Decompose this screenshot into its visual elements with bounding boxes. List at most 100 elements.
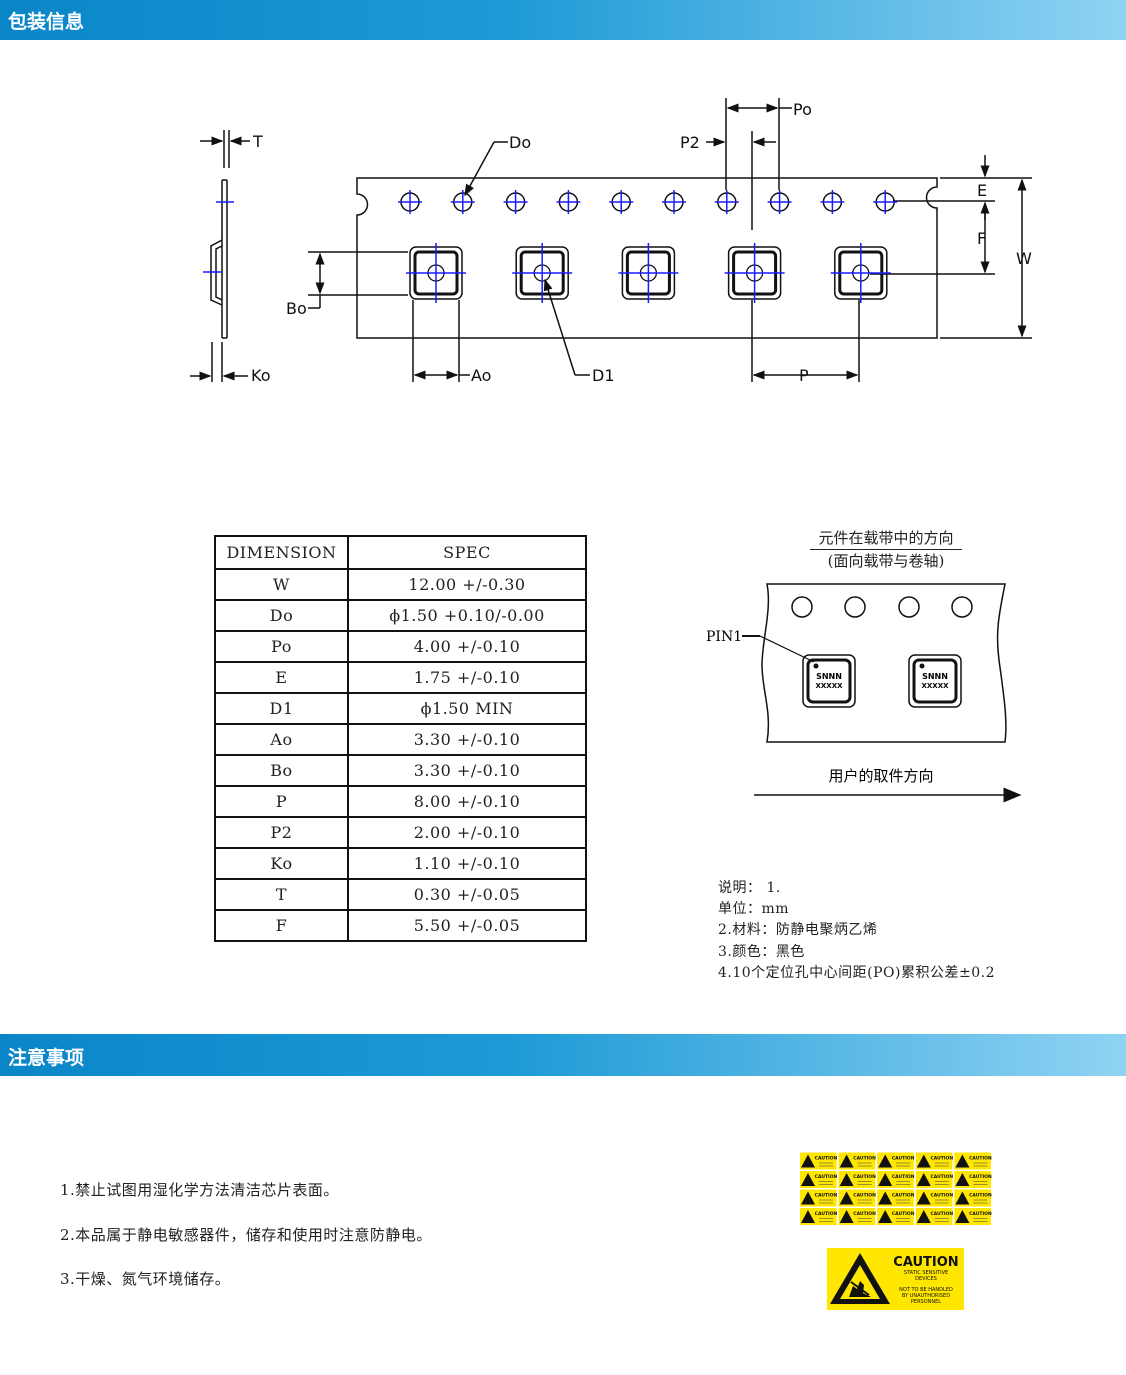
mini-caution-label: CAUTION [954, 1171, 992, 1188]
pocket [724, 243, 785, 303]
spec-value-cell: 5.50 +/-0.05 [347, 909, 587, 942]
mini-caution-label: CAUTION [915, 1208, 953, 1225]
spec-value-cell: 4.00 +/-0.10 [347, 630, 587, 663]
precaution-item-3: 3.干燥、氮气环境储存。 [60, 1270, 231, 1288]
mini-caution-label: CAUTION [877, 1208, 915, 1225]
spec-value-cell: ϕ1.50 +0.10/-0.00 [347, 599, 587, 632]
note-line-4: 3.颜色：黑色 [718, 944, 805, 960]
header-dimension: DIMENSION [214, 535, 349, 570]
spec-dimension-cell: Ko [214, 847, 349, 880]
mini-caution-label: CAUTION [838, 1189, 876, 1207]
note-line-5: 4.10个定位孔中心间距(PO)累积公差±0.2 [718, 965, 995, 981]
spec-dimension-cell: D1 [214, 692, 349, 725]
spec-value-cell: 8.00 +/-0.10 [347, 785, 587, 818]
svg-text:CAUTION: CAUTION [853, 1211, 876, 1217]
spec-dimension-cell: T [214, 878, 349, 911]
svg-text:CAUTION: CAUTION [892, 1193, 915, 1199]
note-line-1: 说明： 1. [718, 880, 781, 896]
svg-text:CAUTION: CAUTION [853, 1193, 876, 1199]
label-ao: Ao [471, 366, 491, 385]
spec-dimension-cell: P [214, 785, 349, 818]
mini-caution-label: CAUTION [915, 1152, 953, 1170]
mini-caution-label: CAUTION [800, 1152, 838, 1170]
label-f: F [977, 229, 986, 248]
section-title-packaging: 包装信息 [8, 11, 85, 33]
header-spec: SPEC [347, 535, 587, 570]
orientation-title-line2: (面向载带与卷轴) [827, 552, 945, 570]
spec-value-cell: 3.30 +/-0.10 [347, 754, 587, 787]
label-t: T [252, 132, 263, 151]
label-e: E [977, 181, 987, 200]
orientation-title: 元件在载带中的方向 (面向载带与卷轴) [810, 527, 962, 571]
caution-line-5: PERSONNEL [911, 1299, 941, 1305]
direction-label: 用户的取件方向 [828, 767, 933, 785]
orientation-diagram: SNNN XXXXX SNNN XXXXX PIN1 用户的取件方向 [706, 583, 1022, 803]
svg-text:CAUTION: CAUTION [815, 1193, 838, 1199]
mini-caution-label: CAUTION [877, 1189, 915, 1207]
svg-text:CAUTION: CAUTION [930, 1156, 953, 1162]
note-line-3: 2.材料：防静电聚炳乙烯 [718, 922, 878, 938]
note-line-2: 单位：mm [718, 901, 790, 917]
spec-dimension-cell: F [214, 909, 349, 942]
chip-2-text-2: XXXXX [922, 682, 950, 690]
mini-caution-label: CAUTION [838, 1152, 876, 1170]
svg-text:CAUTION: CAUTION [892, 1174, 915, 1180]
chip-1: SNNN XXXXX [802, 654, 856, 708]
spec-dimension-cell: Ao [214, 723, 349, 756]
label-ko: Ko [251, 366, 270, 385]
label-bo: Bo [286, 299, 307, 318]
mini-caution-label: CAUTION [954, 1189, 992, 1207]
chip-1-text-2: XXXXX [816, 682, 844, 690]
section-title-precautions: 注意事项 [8, 1047, 85, 1069]
spec-value-cell: 0.30 +/-0.05 [347, 878, 587, 911]
mini-caution-label: CAUTION [954, 1208, 992, 1225]
caution-line-4: BY UNAUTHORISED [902, 1293, 950, 1299]
pocket [512, 243, 573, 303]
mini-caution-label: CAUTION [838, 1171, 876, 1188]
label-p: P [799, 366, 809, 385]
caution-line-1: STATIC SENSITIVE [904, 1270, 948, 1276]
mini-caution-label: CAUTION [954, 1152, 992, 1170]
mini-caution-label: CAUTION [877, 1152, 915, 1170]
svg-text:CAUTION: CAUTION [969, 1211, 992, 1217]
spec-dimension-cell: W [214, 568, 349, 601]
svg-text:CAUTION: CAUTION [853, 1174, 876, 1180]
chip-2-text-1: SNNN [922, 672, 948, 681]
spec-value-cell: 1.75 +/-0.10 [347, 661, 587, 694]
spec-dimension-cell: Po [214, 630, 349, 663]
spec-value-cell: ϕ1.50 MIN [347, 692, 587, 725]
mini-caution-label: CAUTION [915, 1171, 953, 1188]
label-do: Do [509, 133, 531, 152]
pocket [618, 243, 679, 303]
svg-text:CAUTION: CAUTION [815, 1211, 838, 1217]
mini-caution-label: CAUTION [800, 1208, 838, 1225]
mini-caution-label: CAUTION [915, 1189, 953, 1207]
mini-caution-label: CAUTION [838, 1208, 876, 1225]
tape-drawing: T Do P2 Po E F W Bo Ko Ao D1 P [190, 98, 1032, 385]
mini-caution-label: CAUTION [877, 1171, 915, 1188]
spec-value-cell: 1.10 +/-0.10 [347, 847, 587, 880]
spec-dimension-cell: Bo [214, 754, 349, 787]
svg-text:CAUTION: CAUTION [892, 1211, 915, 1217]
chip-2: SNNN XXXXX [908, 654, 962, 708]
precaution-item-2: 2.本品属于静电敏感器件，储存和使用时注意防静电。 [60, 1226, 432, 1244]
orientation-title-line1: 元件在载带中的方向 [810, 527, 962, 550]
spec-dimension-cell: E [214, 661, 349, 694]
precaution-item-1: 1.禁止试图用湿化学方法清洁芯片表面。 [60, 1181, 339, 1199]
spec-value-cell: 2.00 +/-0.10 [347, 816, 587, 849]
spec-value-cell: 3.30 +/-0.10 [347, 723, 587, 756]
svg-text:CAUTION: CAUTION [815, 1174, 838, 1180]
mini-caution-label: CAUTION [800, 1189, 838, 1207]
